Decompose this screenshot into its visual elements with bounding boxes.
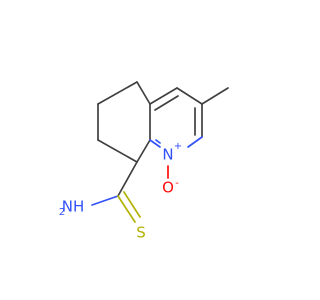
bond-c8a-c8 xyxy=(136,139,151,163)
bond-c4-c4-double xyxy=(154,95,179,111)
bond-c4a-c4 xyxy=(149,87,178,105)
bond-n1-c8a-double xyxy=(155,139,161,144)
bond-c3-methyl xyxy=(201,87,229,105)
amide-nitrogen-subscript: 2 xyxy=(59,207,65,218)
bond-cthio-s-double xyxy=(123,191,141,218)
oxide-oxygen-charge: - xyxy=(175,178,179,189)
bond-cthio-s xyxy=(117,195,136,223)
bond-c2-n1 xyxy=(187,136,203,148)
ring-nitrogen-label: N xyxy=(162,146,173,164)
bond-cthio-n xyxy=(91,195,119,206)
ring-nitrogen-charge: + xyxy=(174,141,182,152)
atom-labels: N + O - NH 2 S xyxy=(59,141,182,242)
oxide-oxygen-label: O xyxy=(162,179,174,197)
bond-n1-c8a xyxy=(149,139,161,148)
bond-c6-c5 xyxy=(97,81,138,105)
bond-c5-c4a xyxy=(136,81,151,105)
carbon-bonds xyxy=(97,81,229,197)
sulfur-label: S xyxy=(136,224,146,242)
bond-c8-c7 xyxy=(97,139,138,163)
bond-c4-c3 xyxy=(176,87,203,105)
hetero-bonds xyxy=(91,136,203,223)
bond-c8-cthio xyxy=(117,161,138,197)
structure-diagram: N + O - NH 2 S xyxy=(59,81,229,242)
molecule-svg: N + O - NH 2 S xyxy=(59,81,229,242)
amide-nitrogen-label: NH xyxy=(62,198,85,216)
